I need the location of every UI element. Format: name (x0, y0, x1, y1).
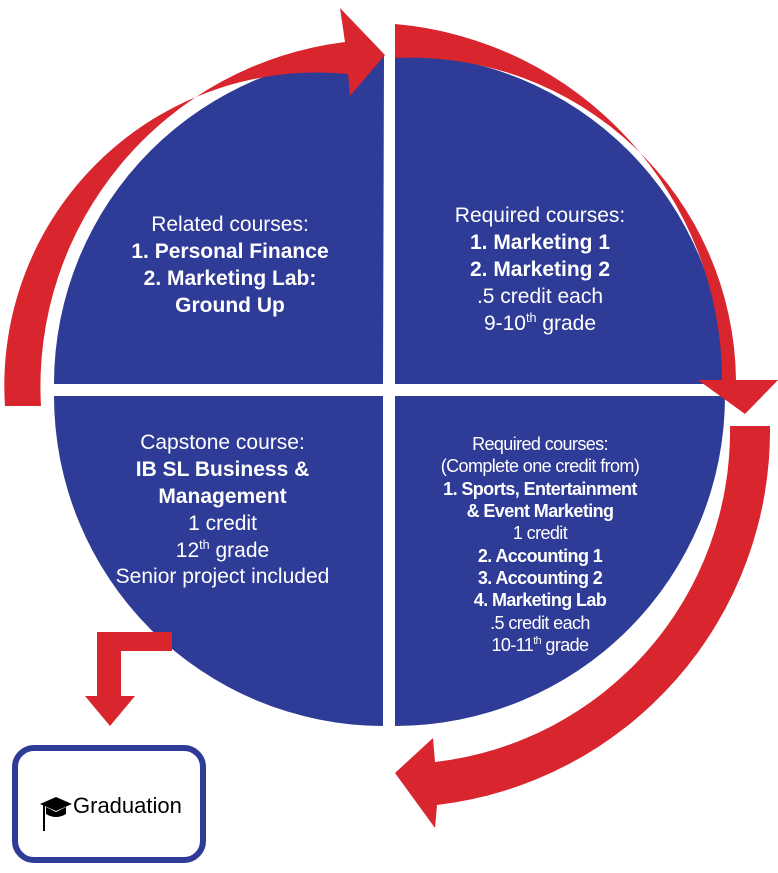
required-courses-heading: Required courses: (454, 204, 626, 227)
quadrant-top-right-bg (395, 54, 725, 384)
required-course-item: 1. Marketing 1 (469, 230, 611, 254)
senior-project-note: Senior project included (115, 565, 330, 589)
related-courses-heading: Related courses: (151, 213, 309, 236)
required-courses-subheading: (Complete one credit from) (440, 456, 640, 477)
quadrant-top-right-text: Required courses: 1. Marketing 1 2. Mark… (410, 203, 670, 337)
credit-text: .5 credit each (476, 284, 604, 308)
quadrant-bottom-right-text: Required courses: (Complete one credit f… (400, 433, 680, 656)
graduation-cap-icon (40, 797, 72, 831)
quadrant-bottom-right-bg (395, 396, 725, 726)
required-course-item: 4. Marketing Lab (473, 590, 607, 611)
graduation-label: Graduation (73, 793, 182, 818)
arrow-top-left (4, 8, 386, 406)
arrow-top-right (395, 24, 778, 414)
required-courses-heading: Required courses: (472, 434, 608, 454)
credit-text: 1 credit (188, 511, 257, 535)
required-course-item: 2. Marketing 2 (469, 257, 611, 281)
capstone-heading: Capstone course: (140, 431, 305, 454)
required-course-item: 2. Accounting 1 (477, 545, 603, 566)
related-course-item: 2. Marketing Lab: (143, 266, 317, 290)
related-course-item: 1. Personal Finance (131, 239, 329, 263)
grade-text: 9-10th grade (483, 310, 597, 335)
related-course-item-continued: Ground Up (175, 293, 285, 317)
arrow-bottom-right (395, 426, 771, 828)
required-course-item: 3. Accounting 2 (477, 567, 603, 588)
capstone-title-continued: Management (158, 484, 287, 508)
grade-text: 10-11th grade (491, 634, 590, 655)
quadrant-bottom-left-bg (54, 396, 383, 726)
capstone-title: IB SL Business & (135, 457, 310, 481)
credit-text: .5 credit each (490, 612, 590, 633)
credit-text: 1 credit (512, 523, 568, 544)
required-course-item: 1. Sports, Entertainment (443, 478, 637, 499)
grade-text: 12th grade (175, 537, 270, 562)
arrow-to-graduation (85, 632, 172, 726)
quadrant-bottom-left-text: Capstone course: IB SL Business & Manage… (55, 430, 390, 591)
quadrant-top-left-bg (54, 54, 384, 384)
quadrant-top-left-text: Related courses: 1. Personal Finance 2. … (80, 212, 380, 320)
required-course-item-continued: & Event Marketing (466, 500, 614, 521)
graduation-box: Graduation (12, 745, 206, 863)
